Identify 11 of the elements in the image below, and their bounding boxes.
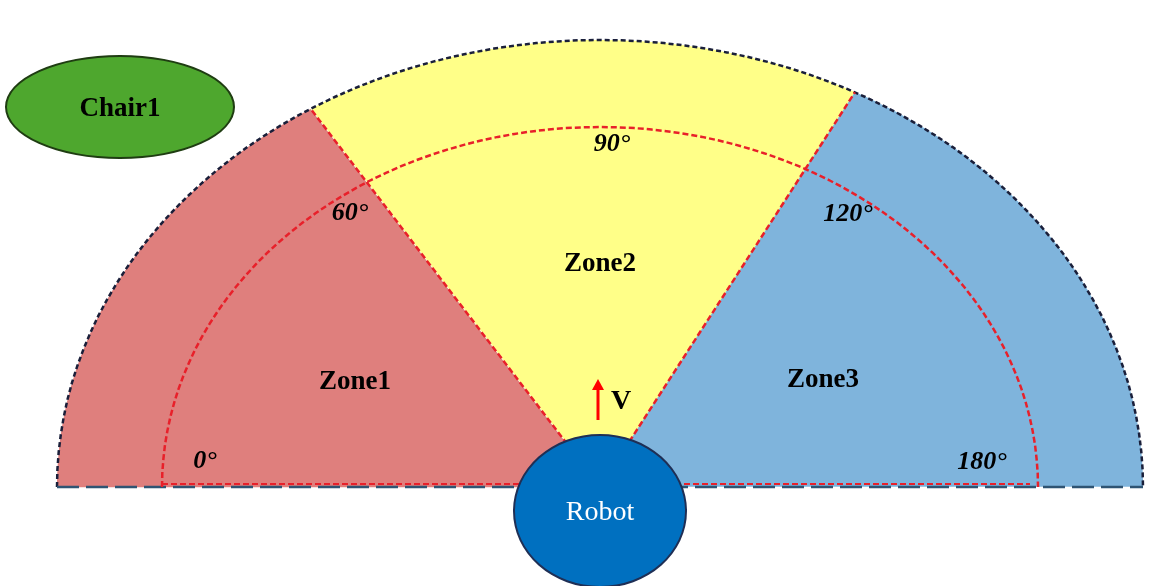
node-label: Zone3 bbox=[787, 362, 859, 394]
node-label: Chair1 bbox=[79, 91, 161, 123]
node-label: Zone1 bbox=[319, 364, 391, 396]
angle-label: 120° bbox=[823, 198, 873, 228]
angle-label: 90° bbox=[593, 128, 631, 158]
angle-label: 180° bbox=[957, 446, 1007, 476]
velocity-label: V bbox=[610, 384, 632, 416]
angle-label: 0° bbox=[193, 445, 217, 475]
node-label: Zone2 bbox=[564, 246, 636, 278]
angle-label: 60° bbox=[331, 197, 369, 227]
node-label: Robot bbox=[565, 495, 635, 527]
